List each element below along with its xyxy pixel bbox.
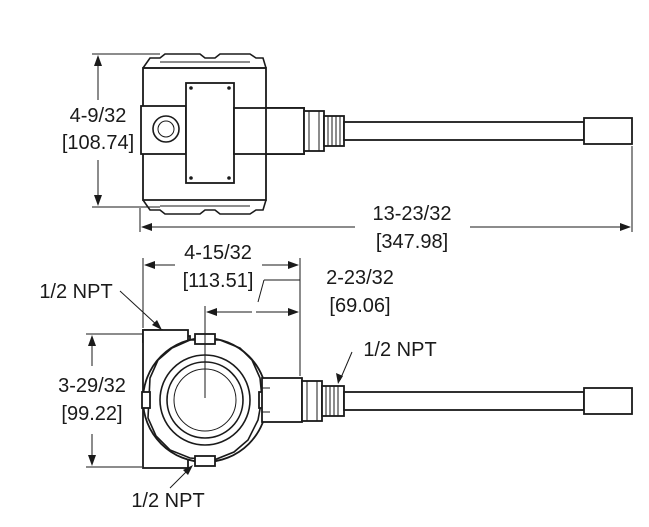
top-view-height-label: 4-9/32 bbox=[70, 105, 127, 127]
top-view-height-label-mm: [108.74] bbox=[62, 132, 134, 154]
npt-top-leader bbox=[119, 290, 162, 330]
npt-bottom-label: 1/2 NPT bbox=[131, 490, 204, 512]
front-view-width-label: 4-15/32 bbox=[184, 242, 252, 264]
front-view-height-dimension bbox=[86, 333, 142, 468]
top-view-probe bbox=[303, 110, 633, 152]
front-view: 4-15/32 [113.51] 2-23/32 [69.06] 3-29/32… bbox=[39, 242, 633, 512]
top-view-length-dimension bbox=[139, 146, 633, 232]
top-view: 4-9/32 [108.74] 13-23/32 [347.98] bbox=[62, 53, 633, 253]
npt-right-leader bbox=[336, 351, 353, 384]
front-view-offset-dimension bbox=[204, 279, 300, 398]
top-view-housing bbox=[140, 53, 305, 215]
front-view-probe bbox=[301, 380, 633, 422]
top-view-height-dimension bbox=[92, 53, 160, 208]
front-view-height-label: 3-29/32 bbox=[58, 375, 126, 397]
top-view-length-label: 13-23/32 bbox=[373, 203, 452, 225]
npt-bottom-leader bbox=[169, 465, 193, 489]
front-view-housing bbox=[141, 333, 268, 467]
front-view-offset-label: 2-23/32 bbox=[326, 267, 394, 289]
front-view-height-label-mm: [99.22] bbox=[61, 403, 122, 425]
npt-top-label: 1/2 NPT bbox=[39, 281, 112, 303]
npt-right-label: 1/2 NPT bbox=[363, 339, 436, 361]
top-view-length-label-mm: [347.98] bbox=[376, 231, 448, 253]
front-view-width-dimension bbox=[142, 258, 301, 376]
front-view-neck bbox=[261, 377, 303, 423]
front-view-offset-label-mm: [69.06] bbox=[329, 295, 390, 317]
front-view-width-label-mm: [113.51] bbox=[183, 270, 254, 292]
